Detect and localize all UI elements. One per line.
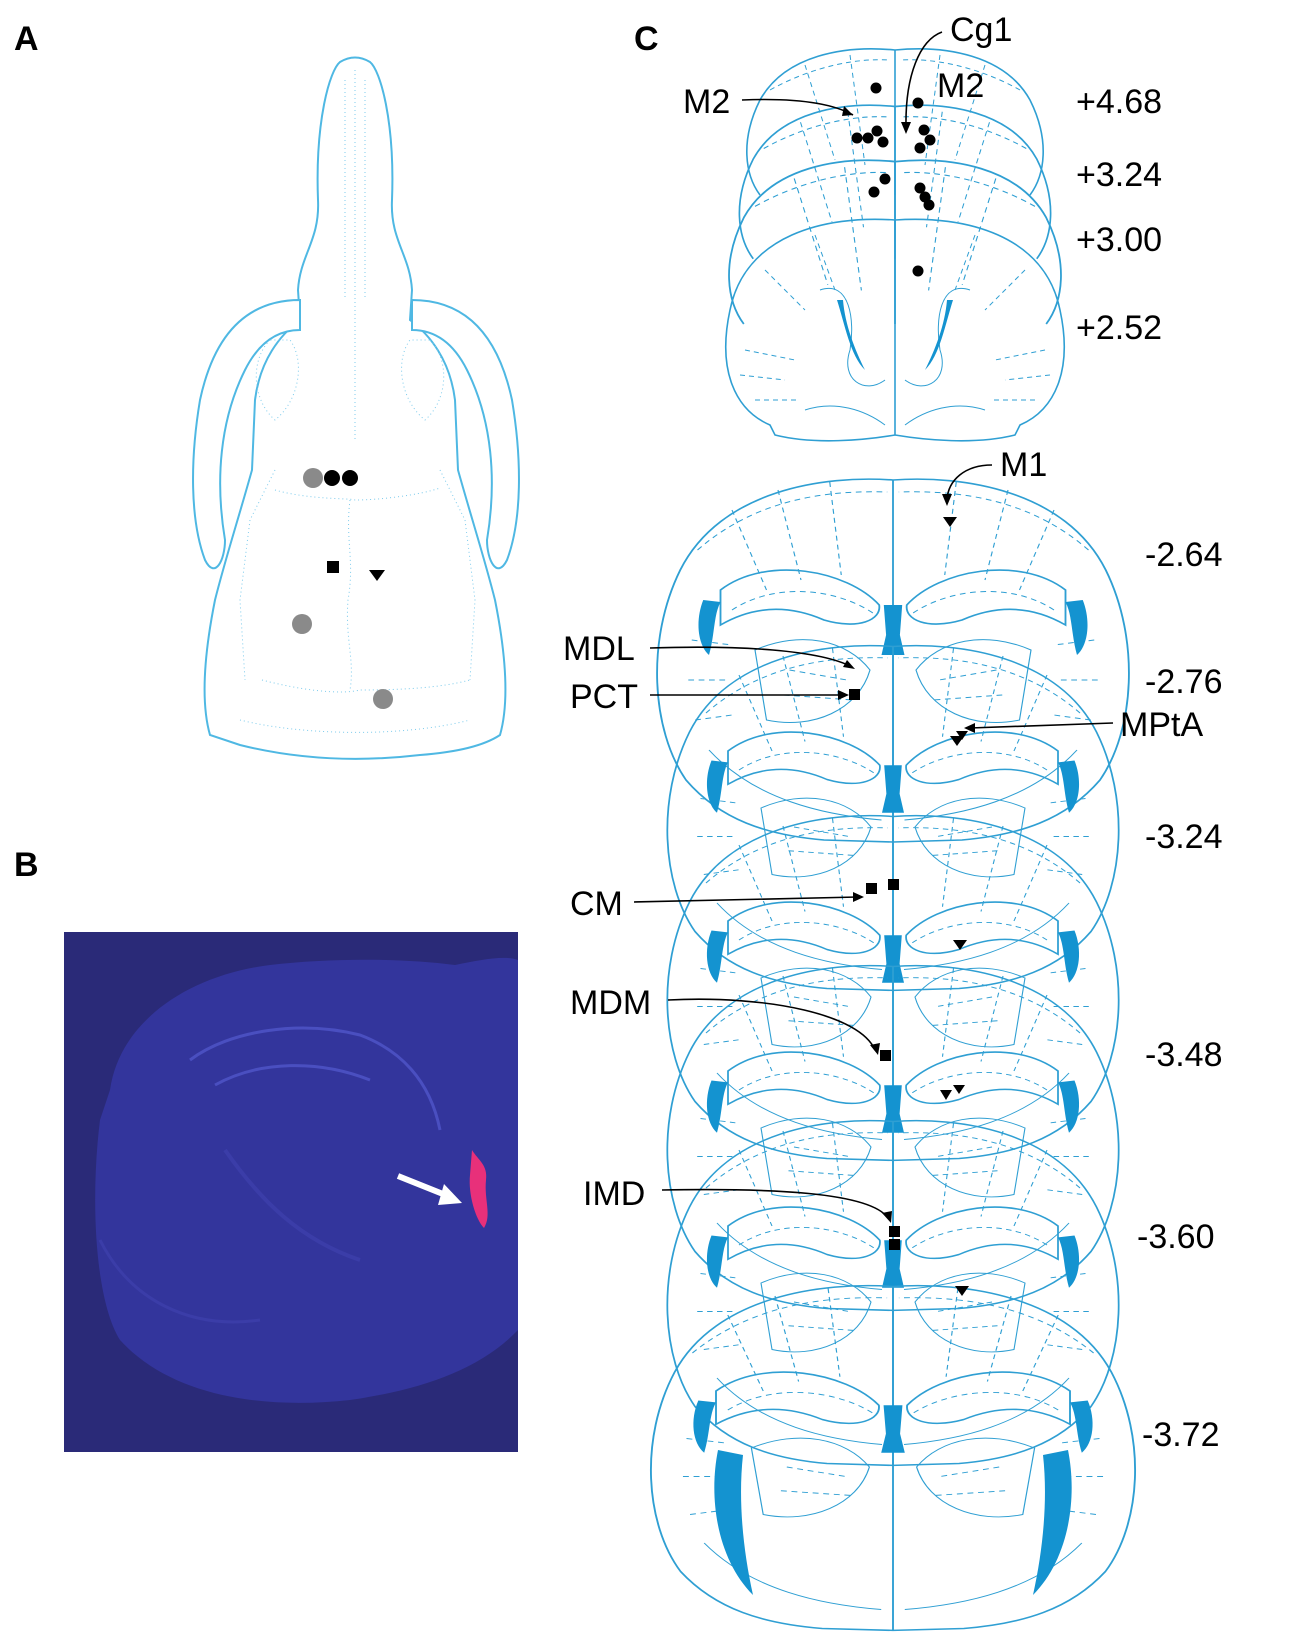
label-mdm: MDM [570, 984, 651, 1022]
coord-label: -3.72 [1142, 1416, 1220, 1454]
panel-a-label: A [14, 20, 39, 58]
black-circle-marker [324, 470, 340, 486]
leader-cg1 [905, 31, 943, 129]
coord-label: +3.00 [1076, 221, 1162, 259]
skull-markers [292, 468, 393, 709]
skull-drawing [192, 56, 520, 760]
label-m2-left: M2 [683, 83, 730, 121]
black-circle-marker [342, 470, 358, 486]
label-pct: PCT [570, 678, 638, 716]
panel-c: C [563, 11, 1223, 1632]
panel-a: A [14, 20, 520, 760]
label-cg1: Cg1 [950, 11, 1012, 49]
panel-c-label: C [634, 20, 659, 58]
posterior-region-labels: M1 MDL PCT MPtA CM MDM IMD [563, 446, 1203, 1223]
anterior-coordinates: +4.68 +3.24 +3.00 +2.52 [1076, 83, 1162, 347]
coord-label: -3.24 [1145, 818, 1223, 856]
label-mpta: MPtA [1120, 706, 1203, 744]
label-imd: IMD [583, 1175, 645, 1213]
triangle-marker [369, 570, 385, 581]
anterior-markers [851, 82, 936, 277]
anterior-region-labels: M2 M2 Cg1 [683, 11, 1012, 134]
coord-label: -3.48 [1145, 1036, 1223, 1074]
label-m2-right: M2 [937, 67, 984, 105]
label-mdl: MDL [563, 630, 635, 668]
coord-label: -3.60 [1137, 1218, 1215, 1256]
gray-circle-marker [373, 689, 393, 709]
label-m1: M1 [1000, 446, 1047, 484]
leader-mdm [667, 998, 876, 1051]
gray-circle-marker [292, 614, 312, 634]
white-arrow-head-icon [438, 1184, 462, 1205]
leader-mdl [649, 646, 853, 668]
coord-label: -2.76 [1145, 663, 1223, 701]
square-marker [327, 561, 339, 573]
coord-label: +4.68 [1076, 83, 1162, 121]
posterior-markers [849, 517, 969, 1296]
coord-label: +3.24 [1076, 156, 1162, 194]
posterior-coordinates: -2.64 -2.76 -3.24 -3.48 -3.60 -3.72 [1137, 536, 1223, 1454]
lesion-marker [469, 1150, 488, 1228]
white-arrow-icon [396, 1173, 450, 1199]
posterior-section-stack [649, 478, 1137, 1632]
anterior-section-stack [725, 48, 1065, 442]
coord-label: +2.52 [1076, 309, 1162, 347]
leader-cm [633, 896, 859, 903]
panel-b: B [14, 846, 519, 1452]
brain-section-fluorescence [95, 957, 519, 1403]
panel-b-label: B [14, 846, 39, 884]
label-cm: CM [570, 885, 623, 923]
leader-mpta [969, 722, 1114, 729]
leader-imd [661, 1188, 889, 1219]
anterior-section-base [725, 218, 1065, 442]
gray-circle-marker [303, 468, 323, 488]
coord-label: -2.64 [1145, 536, 1223, 574]
